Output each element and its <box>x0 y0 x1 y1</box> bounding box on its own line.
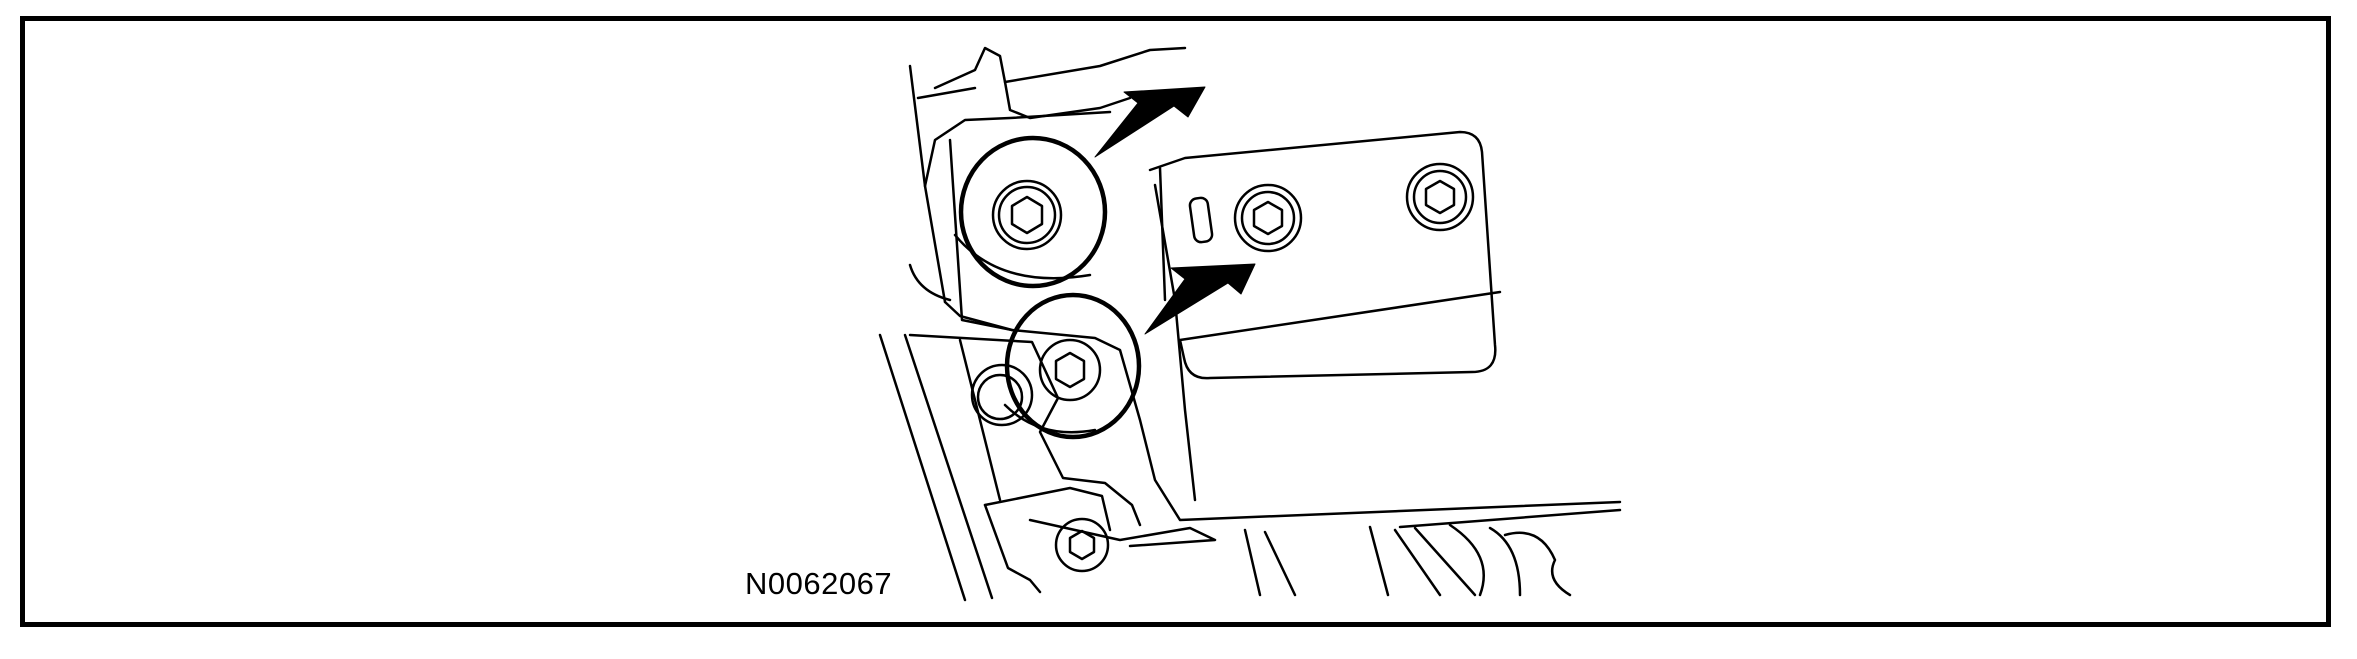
adjustment-slot <box>1188 196 1214 244</box>
arrow-lower-bolt <box>1144 263 1256 335</box>
side-bolt <box>970 363 1034 427</box>
lower-bracket <box>878 333 1217 602</box>
hinge-plate <box>948 130 1622 522</box>
figure-frame <box>20 16 2331 627</box>
arrow-upper-bolt <box>1094 86 1206 158</box>
upper-marked-bolt <box>953 135 1108 289</box>
plate-bolt-left <box>1233 183 1303 253</box>
lower-structure <box>1243 508 1622 597</box>
plate-bolt-right <box>1405 162 1475 232</box>
bottom-bolt <box>1054 517 1110 573</box>
figure-id-label: N0062067 <box>745 566 893 601</box>
